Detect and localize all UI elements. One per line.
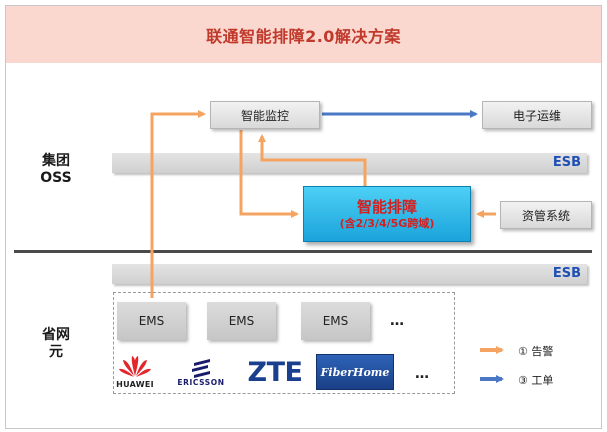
huawei-logo-icon (119, 356, 151, 377)
group-oss-label-line1: 集团 (42, 153, 70, 169)
vendor-huawei: HUAWEI (112, 354, 158, 390)
ems-more-ellipsis: … (390, 313, 405, 329)
node-e-ops-label: 电子运维 (512, 108, 561, 123)
diagram-title: 联通智能排障2.0解决方案 (206, 26, 401, 46)
esb-bus-lower: ESB (112, 264, 587, 284)
group-oss-label: 集团 OSS (30, 153, 82, 187)
node-smart-monitor: 智能监控 (210, 101, 320, 129)
network-element-area (113, 292, 455, 394)
core-subtitle: (含2/3/4/5G跨域) (339, 216, 435, 230)
ems-label-1: EMS (138, 314, 165, 328)
vendor-ericsson: ERICSSON (166, 354, 236, 390)
legend-ticket: ③ 工单 (510, 372, 553, 388)
esb-label-lower: ESB (552, 266, 581, 281)
group-oss-label-line2: OSS (40, 170, 72, 186)
node-smart-monitor-label: 智能监控 (240, 108, 289, 123)
fiberhome-wordmark: FiberHome (320, 365, 390, 379)
vendor-more-ellipsis: … (415, 366, 430, 382)
province-label: 省网 元 (30, 327, 82, 361)
ems-label-3: EMS (322, 314, 349, 328)
alarm-arrow-monitor-to-core (239, 130, 299, 218)
alarm-arrow-ems-to-monitor (150, 110, 206, 298)
legend-alarm: ① 告警 (510, 343, 553, 359)
ems-label-2: EMS (228, 314, 255, 328)
node-asset-system: 资管系统 (500, 201, 592, 229)
title-banner: 联通智能排障2.0解决方案 (6, 6, 601, 63)
ems-box-2: EMS (207, 302, 276, 340)
ems-box-3: EMS (301, 302, 370, 340)
vendor-zte: ZTE (242, 354, 308, 390)
legend-alarm-label: ① 告警 (518, 345, 554, 358)
layer-divider (14, 250, 592, 253)
province-label-line1: 省网 (42, 327, 70, 343)
huawei-wordmark: HUAWEI (116, 380, 154, 389)
legend-ticket-label: ③ 工单 (518, 374, 554, 387)
core-title: 智能排障 (356, 197, 417, 216)
esb-bus-upper: ESB (112, 153, 587, 173)
ems-box-1: EMS (117, 302, 186, 340)
esb-label-upper: ESB (552, 155, 581, 170)
zte-wordmark: ZTE (247, 356, 303, 388)
ericsson-logo-icon (192, 358, 210, 378)
province-label-line2: 元 (49, 344, 63, 360)
node-e-ops: 电子运维 (482, 101, 592, 129)
alarm-arrow-core-to-monitor (258, 134, 367, 186)
node-smart-troubleshoot: 智能排障 (含2/3/4/5G跨域) (303, 186, 471, 242)
vendor-fiberhome: FiberHome (316, 354, 394, 390)
node-asset-system-label: 资管系统 (521, 208, 570, 223)
ericsson-wordmark: ERICSSON (177, 377, 225, 387)
